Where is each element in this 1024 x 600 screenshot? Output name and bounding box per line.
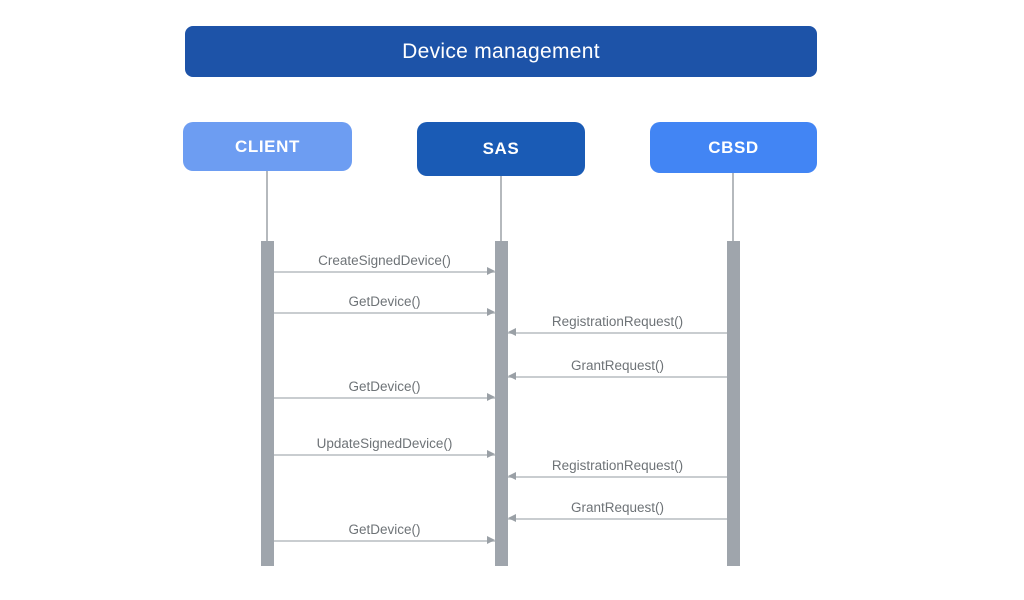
message-label: UpdateSignedDevice() [316,436,453,451]
activation-bar-client [261,241,274,566]
message-label: RegistrationRequest() [551,458,684,473]
message-arrow-grant-request-1: GrantRequest() [508,358,727,380]
lifeline-sas [500,176,502,241]
activation-bar-cbsd [727,241,740,566]
message-label: GetDevice() [348,294,421,309]
activation-bar-sas [495,241,508,566]
message-arrow-update-signed-device: UpdateSignedDevice() [274,436,495,458]
message-arrow-create-signed-device: CreateSignedDevice() [274,253,495,275]
message-arrow-get-device-1: GetDevice() [274,294,495,316]
message-label: GetDevice() [348,379,421,394]
message-label: GrantRequest() [570,500,665,515]
actor-client: CLIENT [183,122,352,171]
message-arrow-grant-request-2: GrantRequest() [508,500,727,522]
message-label: GrantRequest() [570,358,665,373]
message-arrow-registration-request-1: RegistrationRequest() [508,314,727,336]
message-label: CreateSignedDevice() [318,253,451,268]
message-label: RegistrationRequest() [551,314,684,329]
message-label: GetDevice() [348,522,421,537]
message-arrow-registration-request-2: RegistrationRequest() [508,458,727,480]
message-arrow-get-device-2: GetDevice() [274,379,495,401]
message-arrow-get-device-3: GetDevice() [274,522,495,544]
lifeline-cbsd [732,173,734,241]
actor-cbsd: CBSD [650,122,817,173]
lifeline-client [266,171,268,241]
actor-sas: SAS [417,122,585,176]
diagram-title: Device management [185,26,817,77]
